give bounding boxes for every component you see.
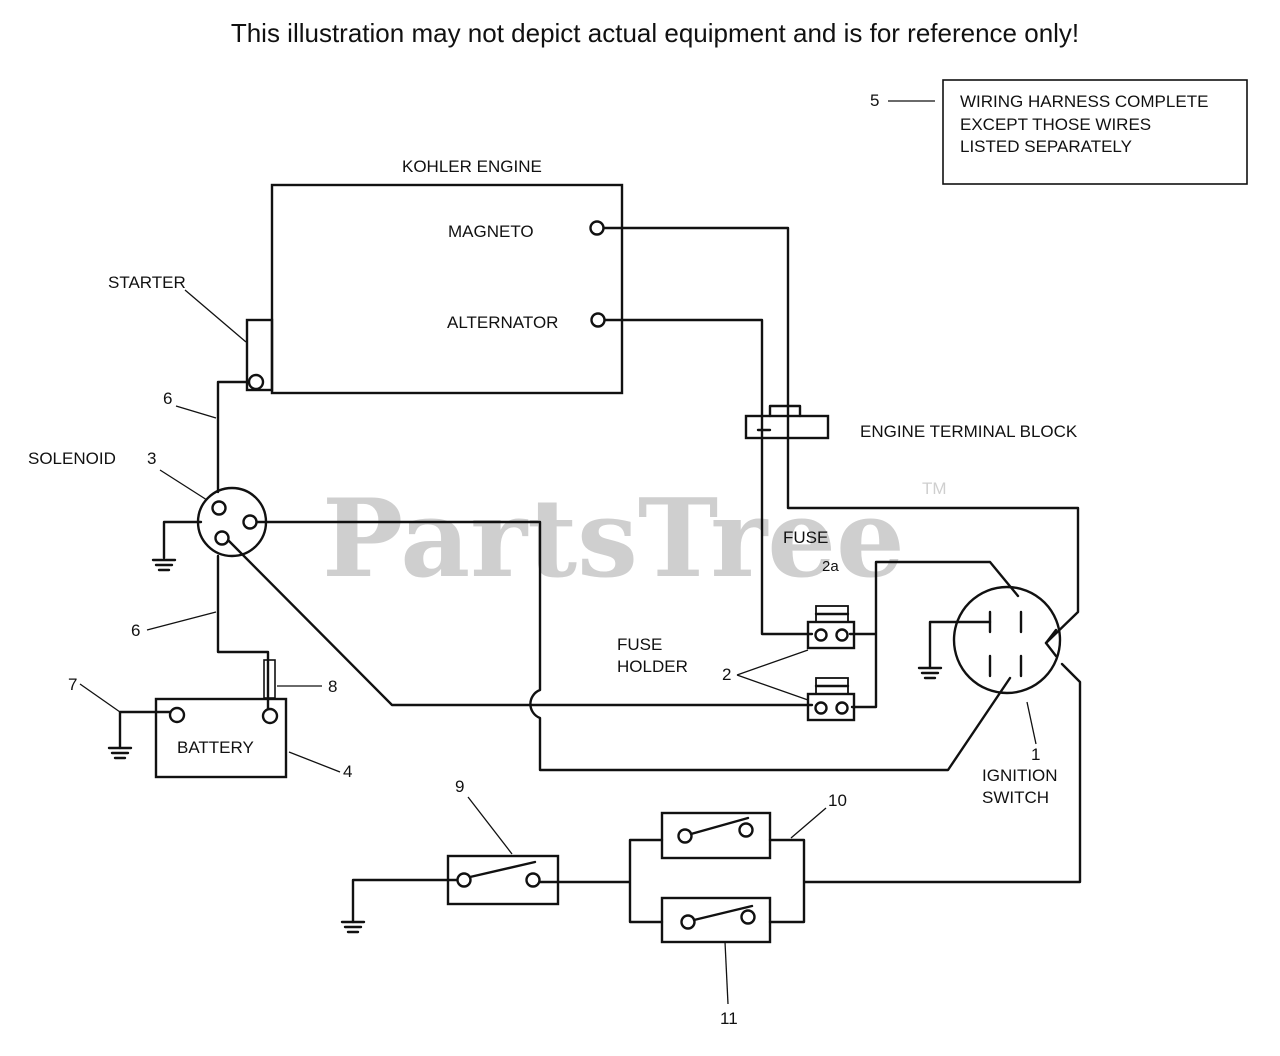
ignition-switch-label-1: IGNITION (982, 766, 1058, 785)
callout-4: 4 (343, 762, 352, 781)
callout-6-top-leader (175, 405, 217, 419)
callout-3-leader (159, 469, 208, 501)
engine-terminal-block-label: ENGINE TERMINAL BLOCK (860, 422, 1078, 441)
starter-terminal (247, 373, 265, 391)
callout-10-leader (790, 807, 827, 839)
kohler-engine-box (270, 183, 624, 395)
battery-boot (263, 659, 276, 699)
ground-symbol-switch (340, 920, 366, 934)
solenoid-terminal-right (242, 514, 258, 530)
magneto-label: MAGNETO (448, 222, 534, 241)
note-box: WIRING HARNESS COMPLETE EXCEPT THOSE WIR… (942, 79, 1248, 185)
wire-switch9-parallel (533, 838, 664, 924)
wire-fuse-ignition (848, 560, 1020, 709)
wire-switch-ground (351, 878, 464, 924)
battery-body (154, 697, 288, 779)
engine-terminal-block (744, 404, 830, 440)
note-line-1: WIRING HARNESS COMPLETE (960, 92, 1208, 111)
callout-2-leader-b (736, 674, 809, 701)
wire-magneto-ignition (602, 226, 1080, 645)
switch-10 (660, 811, 772, 860)
wire-solenoid-battery (216, 554, 270, 712)
wire-parallel-ignition (768, 662, 1082, 924)
starter-label: STARTER (108, 273, 186, 292)
fuse-label: FUSE (783, 528, 828, 547)
fuse-holder-bottom-cap (814, 677, 850, 695)
callout-9: 9 (455, 777, 464, 796)
wire-solenoid-fuse (226, 538, 814, 707)
watermark-tm: TM (922, 479, 947, 498)
fuse-holder-label-1: FUSE (617, 635, 662, 654)
alternator-label: ALTERNATOR (447, 313, 558, 332)
callout-10: 10 (828, 791, 847, 810)
callout-4-leader (288, 751, 341, 773)
switch-11 (660, 896, 772, 944)
callout-8: 8 (328, 677, 337, 696)
solenoid-body (196, 486, 268, 558)
watermark-text: PartsTree (322, 476, 905, 602)
callout-1-leader (1026, 701, 1037, 745)
callout-9-leader (467, 796, 513, 855)
starter-leader (184, 289, 247, 343)
battery-label: BATTERY (177, 738, 254, 757)
fuse-holder-top (806, 620, 856, 650)
ground-symbol-solenoid (151, 558, 177, 572)
callout-6-bottom: 6 (131, 621, 140, 640)
callout-6-bottom-leader (146, 611, 217, 631)
magneto-terminal (589, 220, 605, 236)
ground-symbol-ignition (917, 666, 943, 680)
ignition-switch-body (952, 585, 1062, 695)
callout-7-leader (79, 683, 121, 713)
note-line-3: LISTED SEPARATELY (960, 137, 1132, 156)
callout-1: 1 (1031, 745, 1040, 764)
solenoid-terminal-top (211, 500, 227, 516)
callout-2-leader-a (736, 649, 809, 676)
callout-2a: 2a (822, 558, 839, 575)
battery-terminal-neg (168, 706, 186, 724)
callout-6-top: 6 (163, 389, 172, 408)
wire-ignition-ground (928, 620, 992, 670)
fuse-holder-label-2: HOLDER (617, 657, 688, 676)
alternator-terminal (590, 312, 606, 328)
starter-bracket (245, 318, 274, 392)
callout-11: 11 (720, 1009, 738, 1028)
fuse-holder-bottom (806, 692, 856, 722)
wire-battery-ground (118, 710, 172, 750)
callout-2: 2 (722, 665, 731, 684)
wire-starter-solenoid (216, 380, 251, 494)
switch-9 (446, 854, 560, 906)
note-line-2: EXCEPT THOSE WIRES (960, 115, 1151, 134)
fuse-2a (814, 605, 850, 623)
solenoid-label: SOLENOID (28, 449, 116, 468)
ground-symbol-battery (107, 746, 133, 760)
disclaimer-text: This illustration may not depict actual … (231, 18, 1079, 48)
battery-terminal-pos (261, 707, 279, 725)
callout-7: 7 (68, 675, 77, 694)
callout-3: 3 (147, 449, 156, 468)
engine-title: KOHLER ENGINE (402, 157, 542, 176)
wire-solenoid-ground (162, 520, 203, 560)
solenoid-terminal-bottom (214, 530, 230, 546)
ignition-switch-contacts (988, 610, 1058, 678)
callout-5: 5 (870, 91, 879, 110)
callout-11-leader (724, 941, 729, 1005)
wire-alternator-fuse (603, 318, 814, 636)
ignition-switch-label-2: SWITCH (982, 788, 1049, 807)
